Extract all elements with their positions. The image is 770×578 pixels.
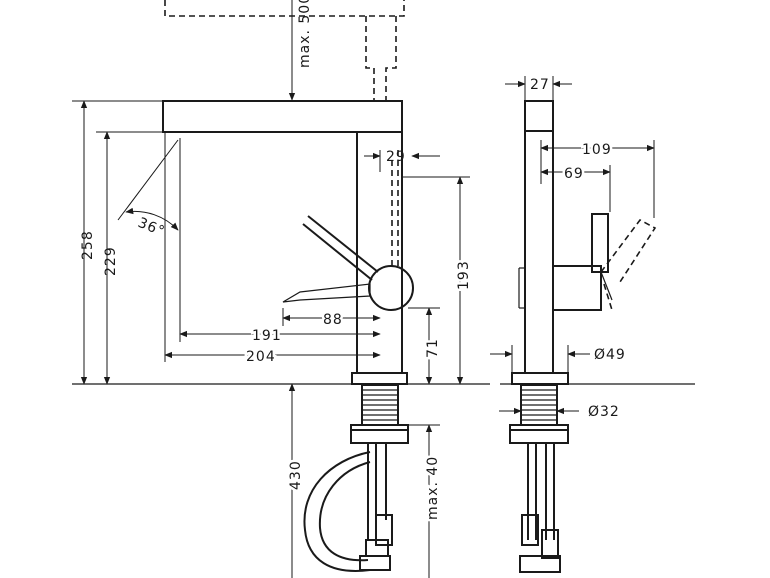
dim-430: 430	[288, 460, 304, 490]
nut	[350, 424, 409, 444]
hose-loop	[303, 451, 371, 572]
side-lever	[591, 213, 609, 273]
front-dimensions: max. 500 258 229 36° 191 204 88 71 193	[72, 0, 475, 578]
dim-max500: max. 500	[297, 0, 313, 68]
hose-loop-inner	[318, 461, 371, 562]
side-base-ring	[511, 372, 569, 385]
dim-109: 109	[582, 142, 612, 158]
lever-arm-2	[302, 223, 373, 281]
spout	[162, 100, 403, 133]
dim-71: 71	[425, 338, 441, 358]
side-dimensions: 27 109 69 Ø49 Ø32	[490, 76, 655, 420]
side-lever-hub	[552, 265, 602, 311]
lever-arm	[307, 215, 379, 273]
shank-threads	[362, 389, 398, 421]
side-spout	[524, 100, 554, 132]
lever-ghost	[282, 283, 371, 303]
dim-229: 229	[103, 246, 119, 276]
dim-191: 191	[252, 328, 282, 344]
dim-193: 193	[456, 260, 472, 290]
base-ring	[351, 372, 408, 385]
clearance-stub	[365, 16, 397, 100]
angle-line	[117, 139, 179, 221]
dim-258: 258	[80, 230, 96, 260]
side-nut	[509, 424, 569, 444]
side-lever-ghost	[600, 218, 657, 311]
dim-204: 204	[246, 349, 276, 365]
dim-69: 69	[564, 166, 584, 182]
clearance-box	[164, 0, 405, 17]
hose-fitting	[375, 514, 393, 546]
dim-88: 88	[323, 312, 343, 328]
side-view	[509, 100, 657, 573]
lever-knob	[368, 265, 414, 311]
dim-27: 27	[530, 77, 550, 93]
front-view	[72, 0, 695, 572]
dim-32: Ø32	[588, 404, 620, 420]
dim-29: 29	[386, 149, 406, 165]
dim-max40: max. 40	[425, 456, 441, 520]
dim-49: Ø49	[594, 347, 626, 363]
